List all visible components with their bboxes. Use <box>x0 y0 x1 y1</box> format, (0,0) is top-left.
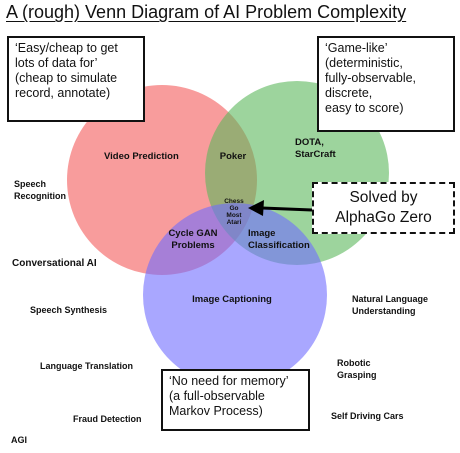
box-line: discrete, <box>325 86 373 100</box>
label-line: Understanding <box>352 306 416 316</box>
label-line: Recognition <box>14 191 66 201</box>
outside-label-conversational-ai: Conversational AI <box>12 258 97 269</box>
label-line: Atari <box>226 219 242 226</box>
label-line: Most <box>226 212 242 219</box>
label-line: Cycle GAN <box>168 228 218 239</box>
label-line: DOTA, <box>295 137 324 148</box>
box-line: AlphaGo Zero <box>335 209 432 226</box>
box-line: (deterministic, <box>325 56 403 70</box>
region-label-cycle-gan: Cycle GAN Problems <box>168 228 217 252</box>
data-criterion-box: ‘Easy/cheap to get lots of data for’ (ch… <box>7 36 145 122</box>
label-line: Grasping <box>337 370 377 380</box>
outside-label-agi: AGI <box>11 435 28 445</box>
outside-label-speech-synthesis: Speech Synthesis <box>30 305 108 315</box>
box-line: easy to score) <box>325 101 404 115</box>
box-line: lots of data for’ <box>15 56 98 70</box>
box-line: fully-observable, <box>325 71 417 85</box>
label-line: Problems <box>171 240 215 251</box>
box-line: ‘Game-like’ <box>325 41 388 55</box>
outside-label-robotic-grasping: Robotic Grasping <box>337 357 377 381</box>
outside-label-self-driving-cars: Self Driving Cars <box>331 411 404 421</box>
solved-by-alphago-box: Solved by AlphaGo Zero <box>312 182 455 234</box>
blue-circle <box>143 203 327 387</box>
box-line: Solved by <box>349 189 418 206</box>
box-line: Markov Process) <box>169 404 263 418</box>
box-line: record, annotate) <box>15 86 111 100</box>
label-line: Robotic <box>337 358 371 368</box>
outside-label-language-translation: Language Translation <box>40 361 134 371</box>
label-line: Classification <box>248 240 310 251</box>
region-label-chess-go-atari: Chess Go Most Atari <box>224 198 244 226</box>
label-line: StarCraft <box>295 149 336 160</box>
outside-label-fraud-detection: Fraud Detection <box>73 414 142 424</box>
label-line: Natural Language <box>352 294 429 304</box>
box-line: ‘No need for memory’ <box>169 374 289 388</box>
region-label-video-prediction: Video Prediction <box>104 151 179 162</box>
arrow-line <box>261 206 313 212</box>
label-line: Go <box>229 205 239 212</box>
box-line: ‘Easy/cheap to get <box>15 41 118 55</box>
outside-label-speech-recognition: Speech Recognition <box>14 178 66 202</box>
label-line: Chess <box>224 198 244 205</box>
page-title: A (rough) Venn Diagram of AI Problem Com… <box>6 2 407 22</box>
arrow-head <box>248 200 264 216</box>
memory-criterion-box: ‘No need for memory’ (a full-observable … <box>161 369 310 431</box>
region-label-dota: DOTA, StarCraft <box>295 137 336 161</box>
box-line: (a full-observable <box>169 389 265 403</box>
region-label-poker: Poker <box>219 151 247 162</box>
region-label-image-captioning: Image Captioning <box>192 294 272 305</box>
region-label-image-classification: Image Classification <box>248 228 310 252</box>
game-criterion-box: ‘Game-like’ (deterministic, fully-observ… <box>317 36 455 132</box>
box-line: (cheap to simulate <box>15 71 118 85</box>
label-line: Speech <box>14 179 47 189</box>
label-line: Image <box>248 228 276 239</box>
outside-label-natural-language: Natural Language Understanding <box>352 293 428 317</box>
